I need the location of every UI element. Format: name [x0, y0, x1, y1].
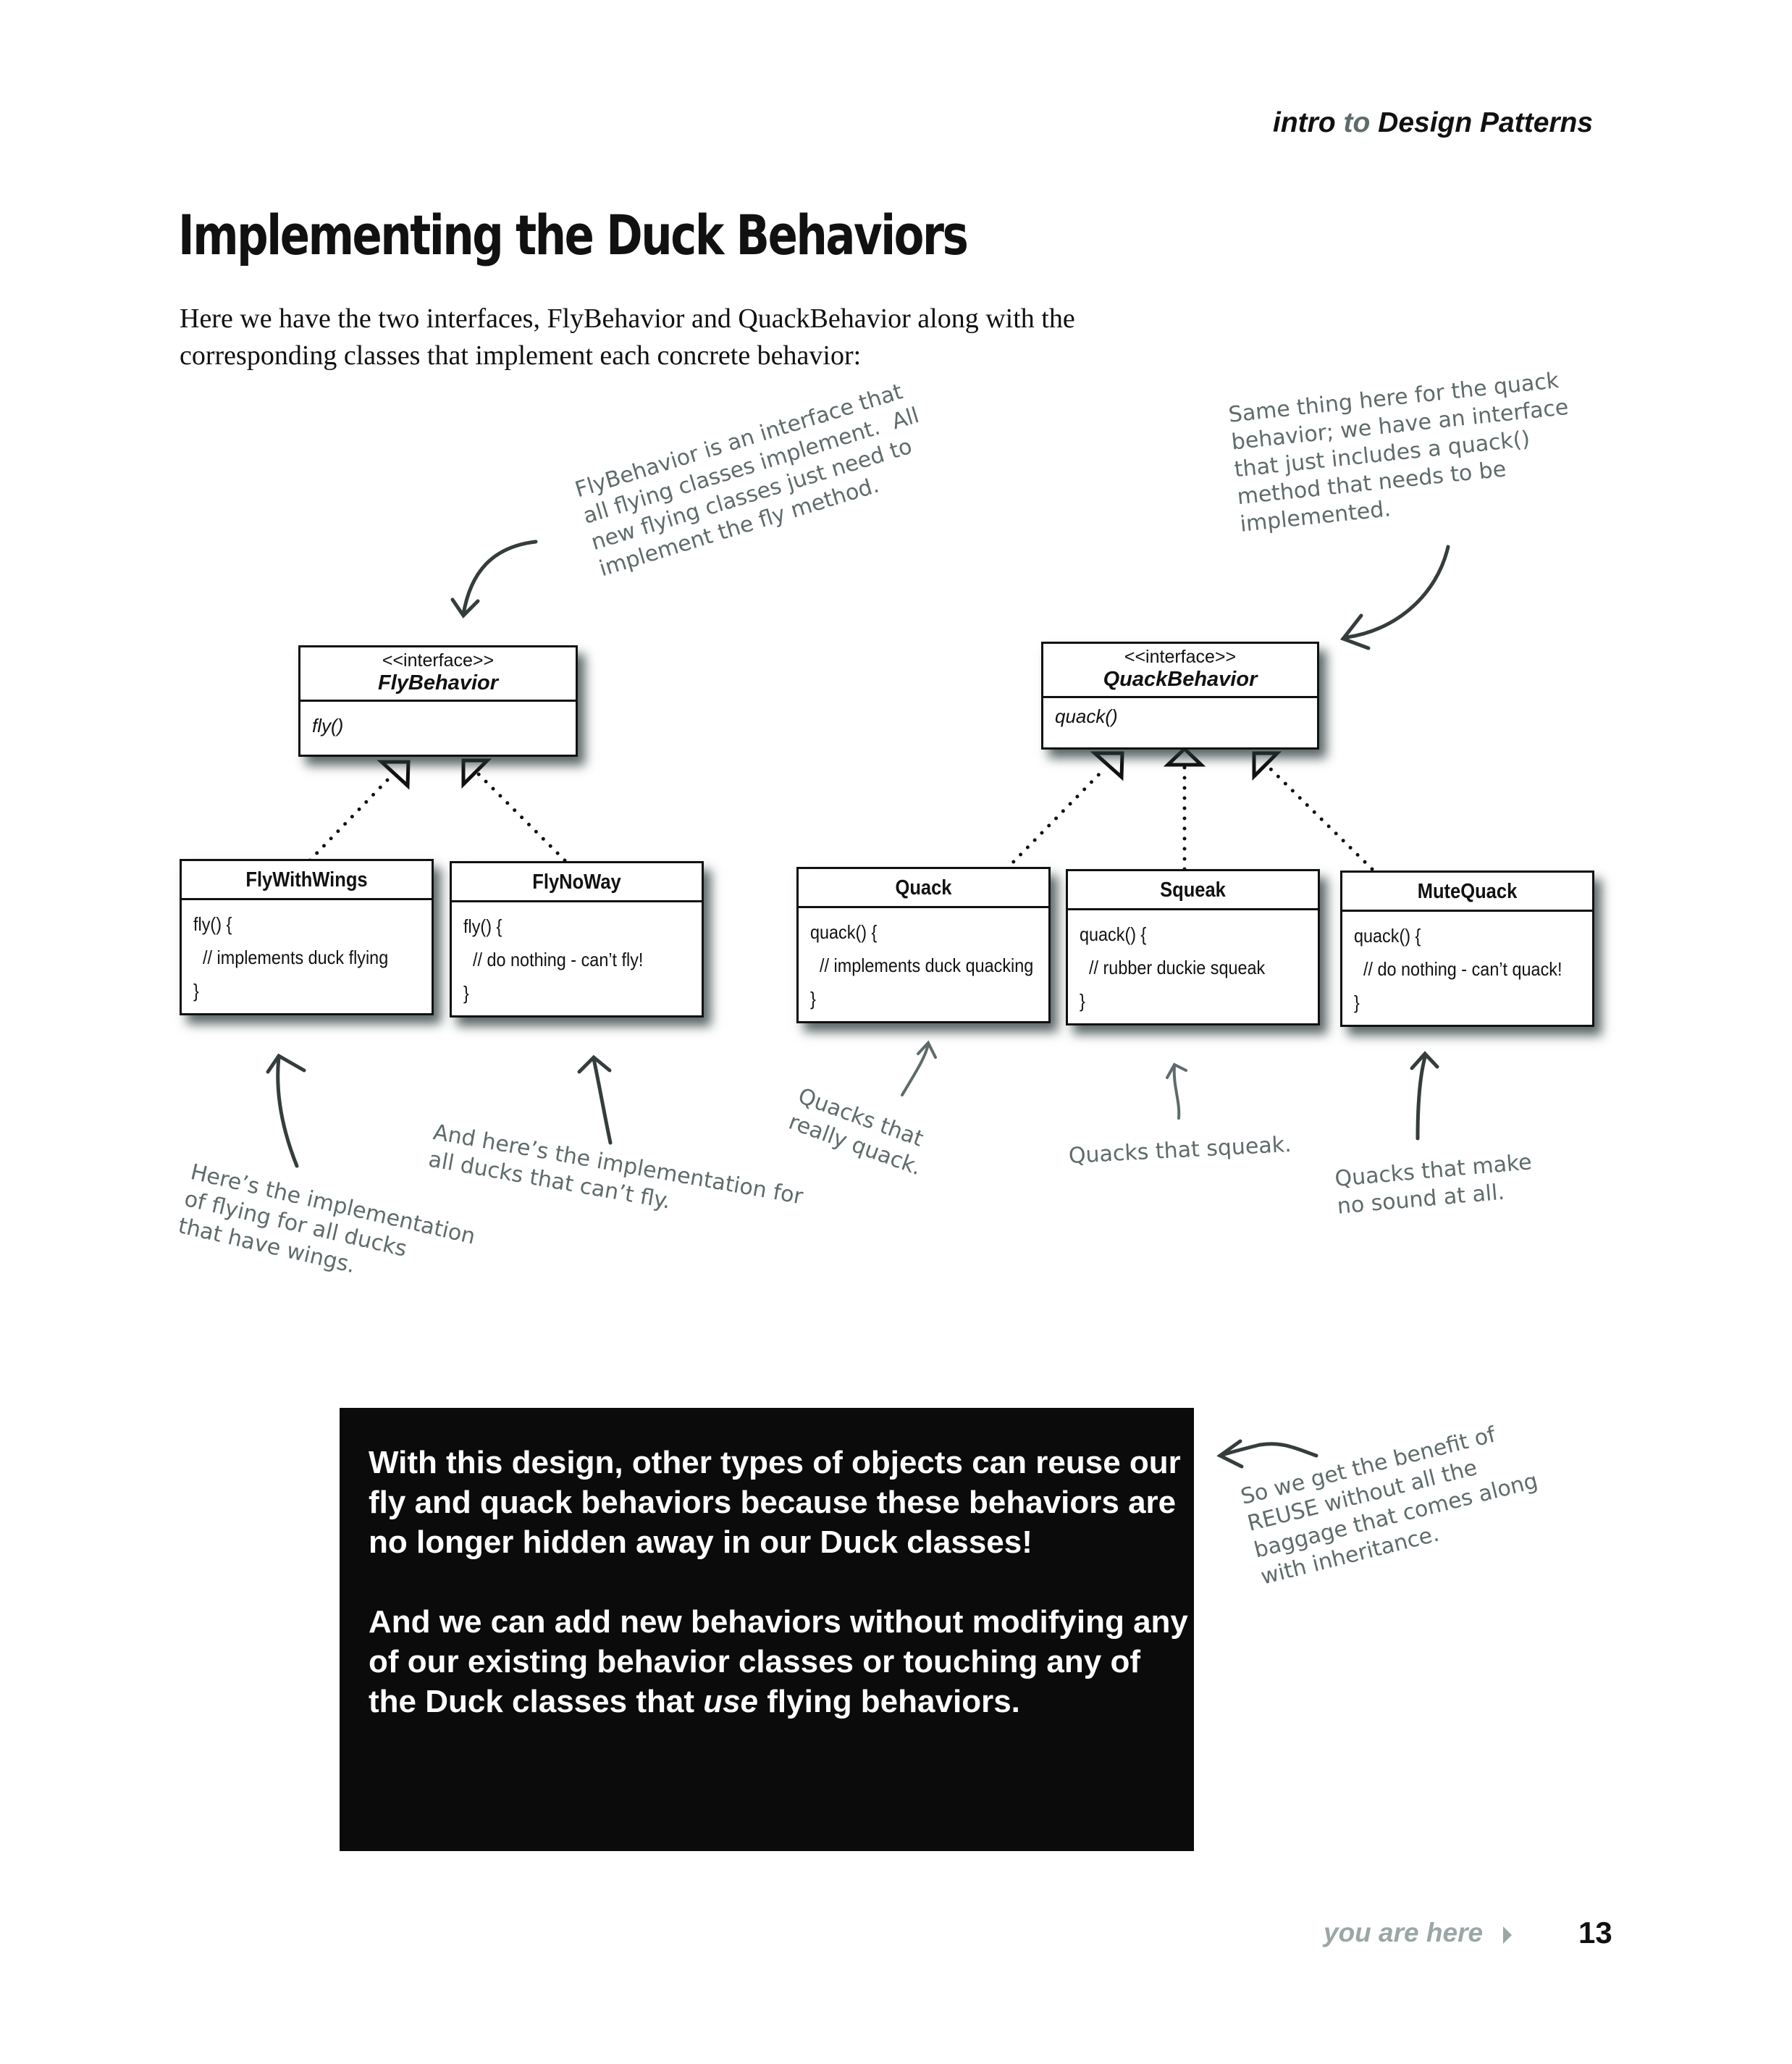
triangle-head-mutequack	[1252, 751, 1282, 781]
arrow-mutequack	[1415, 1055, 1427, 1141]
arrow-flynoway-head	[577, 1054, 612, 1074]
realization-flynoway	[476, 771, 567, 863]
triangle-head-quack	[1090, 751, 1124, 781]
arrow-mutequack-head	[1410, 1051, 1439, 1070]
interface-method: fly()	[312, 715, 344, 737]
code-line: fly() {	[463, 915, 502, 937]
callout-text: flying behaviors.	[758, 1684, 1020, 1719]
arrow-quack	[901, 1043, 930, 1096]
code-line: quack() {	[810, 921, 878, 943]
class-name: Quack	[895, 876, 952, 899]
arrow-squeak-head	[1166, 1062, 1187, 1079]
uml-interface-flybehavior: <<interface>> FlyBehavior fly()	[298, 645, 578, 757]
triangle-head-flynoway	[461, 758, 492, 789]
running-head-to: to	[1343, 107, 1371, 138]
arrow-flynoway	[592, 1057, 613, 1145]
callout-paragraph-2: And we can add new behaviors without mod…	[369, 1602, 1194, 1721]
code-line: // do nothing - can’t quack!	[1354, 958, 1562, 980]
code-line: }	[463, 982, 469, 1004]
code-line: quack() {	[1354, 925, 1421, 947]
arrow-squeak	[1172, 1065, 1181, 1120]
triangle-head-squeak	[1163, 746, 1206, 767]
uml-interface-header: <<interface>> QuackBehavior	[1043, 644, 1317, 698]
triangle-right-icon	[1503, 1926, 1512, 1944]
realization-mutequack	[1269, 767, 1374, 871]
realization-quack	[1004, 767, 1106, 871]
running-head-topic: Design Patterns	[1378, 107, 1594, 138]
code-line: fly() {	[193, 913, 232, 935]
uml-class-squeak: Squeak quack() { // rubber duckie squeak…	[1066, 869, 1320, 1025]
realization-flywithwings	[308, 774, 393, 863]
uml-class-mutequack: MuteQuack quack() { // do nothing - can’…	[1340, 871, 1594, 1027]
uml-interface-header: <<interface>> FlyBehavior	[300, 647, 576, 702]
arrow-reuse	[1218, 1442, 1318, 1458]
stereotype-label: <<interface>>	[1124, 647, 1237, 667]
interface-method: quack()	[1055, 705, 1118, 727]
class-name: FlyWithWings	[245, 868, 368, 892]
uml-interface-quackbehavior: <<interface>> QuackBehavior quack()	[1041, 642, 1319, 750]
arrow-flywithwings-head	[266, 1053, 306, 1074]
code-line: // implements duck flying	[193, 947, 389, 968]
arrow-quack-head	[917, 1040, 937, 1059]
arrow-fly-interface-head	[450, 597, 480, 618]
uml-interface-methods: quack()	[1043, 698, 1317, 740]
interface-name: QuackBehavior	[1103, 668, 1258, 691]
running-head-intro: intro	[1273, 107, 1336, 138]
uml-class-flywithwings: FlyWithWings fly() { // implements duck …	[180, 859, 434, 1015]
callout-emphasis: use	[703, 1684, 759, 1719]
stereotype-label: <<interface>>	[382, 650, 495, 671]
triangle-head-flywithwings	[377, 760, 411, 790]
class-name: MuteQuack	[1417, 880, 1518, 903]
code-line: }	[810, 988, 816, 1010]
arrow-fly-interface	[461, 540, 538, 616]
page-title: Implementing the Duck Behaviors	[178, 203, 969, 267]
running-head: intro to Design Patterns	[1273, 107, 1593, 139]
arrow-flywithwings	[276, 1055, 299, 1168]
code-line: // rubber duckie squeak	[1080, 957, 1266, 978]
callout-paragraph-1: With this design, other types of objects…	[369, 1445, 1181, 1560]
code-line: // do nothing - can’t fly!	[463, 949, 644, 970]
callout-box: With this design, other types of objects…	[340, 1408, 1194, 1851]
code-line: }	[193, 980, 199, 1002]
interface-name: FlyBehavior	[378, 671, 498, 695]
uml-class-flynoway: FlyNoWay fly() { // do nothing - can’t f…	[450, 861, 704, 1018]
class-name: Squeak	[1160, 878, 1226, 902]
uml-interface-methods: fly()	[300, 702, 576, 750]
arrow-quack-interface-head	[1339, 613, 1371, 650]
class-name: FlyNoWay	[532, 871, 621, 894]
intro-paragraph: Here we have the two interfaces, FlyBeha…	[180, 303, 1075, 371]
page-number: 13	[1578, 1916, 1612, 1950]
arrow-quack-interface	[1345, 545, 1450, 639]
code-line: // implements duck quacking	[810, 955, 1034, 976]
code-line: }	[1354, 991, 1360, 1013]
callout-text: And we can add new behaviors without mod…	[369, 1604, 1188, 1719]
code-line: }	[1080, 990, 1085, 1012]
code-line: quack() {	[1080, 923, 1147, 945]
you-are-here-label: you are here	[1324, 1918, 1484, 1947]
uml-class-quack: Quack quack() { // implements duck quack…	[796, 867, 1051, 1023]
arrow-reuse-head	[1216, 1439, 1244, 1469]
